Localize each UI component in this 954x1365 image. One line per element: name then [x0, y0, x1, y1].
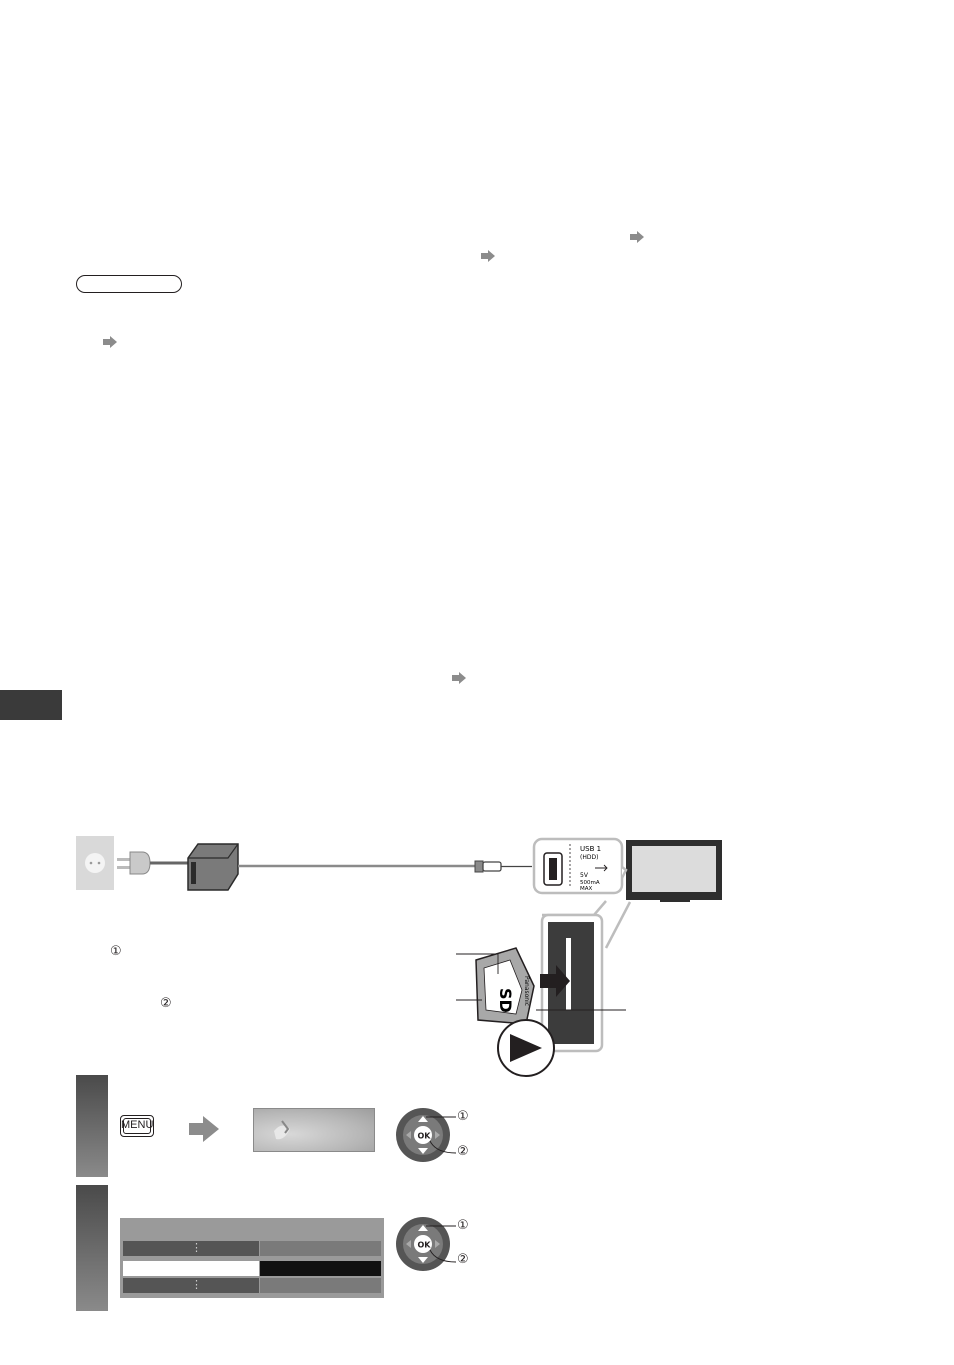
dpad-marker-2: ② [457, 1252, 469, 1267]
reference-arrow-icon [103, 336, 117, 348]
dpad-marker-1: ① [457, 1218, 469, 1233]
tv-icon [626, 840, 722, 902]
power-plug-icon [117, 851, 190, 875]
step-1-bar [76, 1075, 108, 1177]
remote-dpad-icon[interactable]: OK [396, 1105, 476, 1165]
reference-arrow-icon [481, 250, 495, 262]
menu-row-selected[interactable] [123, 1261, 381, 1276]
dpad-marker-1: ① [457, 1109, 469, 1124]
reference-arrow-icon [452, 672, 466, 684]
menu-row[interactable]: ⋮ [123, 1241, 381, 1256]
menu-screen-thumbnail [253, 1108, 375, 1152]
reference-arrow-icon [630, 231, 644, 243]
usb-hdd-icon [187, 843, 239, 891]
usb-port-label: 500mA [580, 880, 600, 886]
usb-plug-icon [474, 860, 532, 873]
settings-menu-panel: ⋮ ⋮ [120, 1218, 384, 1298]
sd-brand-label: Panasonic [523, 976, 530, 1006]
remote-dpad-icon[interactable]: OK [396, 1214, 476, 1274]
section-side-tab [0, 690, 62, 720]
usb-port-label: 5V [580, 872, 589, 879]
svg-text:OK: OK [418, 1132, 432, 1141]
sd-logo: SD [496, 988, 515, 1013]
insert-arrow-icon [540, 965, 570, 997]
menu-button[interactable]: MENU [120, 1115, 154, 1137]
note-heading-frame [76, 275, 182, 293]
step-marker-1: ① [110, 944, 122, 959]
step-marker-2: ② [160, 996, 172, 1011]
usb-port-label: USB 1 [580, 845, 601, 853]
connection-diagram: USB 1 (HDD) 5V 500mA MAX SD Panasonic [76, 836, 722, 1077]
next-arrow-icon [189, 1116, 219, 1142]
sd-card-icon: SD Panasonic [475, 947, 535, 1025]
usb-port-label: (HDD) [580, 854, 598, 861]
menu-row[interactable]: ⋮ [123, 1278, 381, 1293]
svg-text:OK: OK [418, 1241, 432, 1250]
dpad-marker-2: ② [457, 1144, 469, 1159]
usb-port-label: MAX [580, 886, 593, 892]
step-2-bar [76, 1185, 108, 1311]
